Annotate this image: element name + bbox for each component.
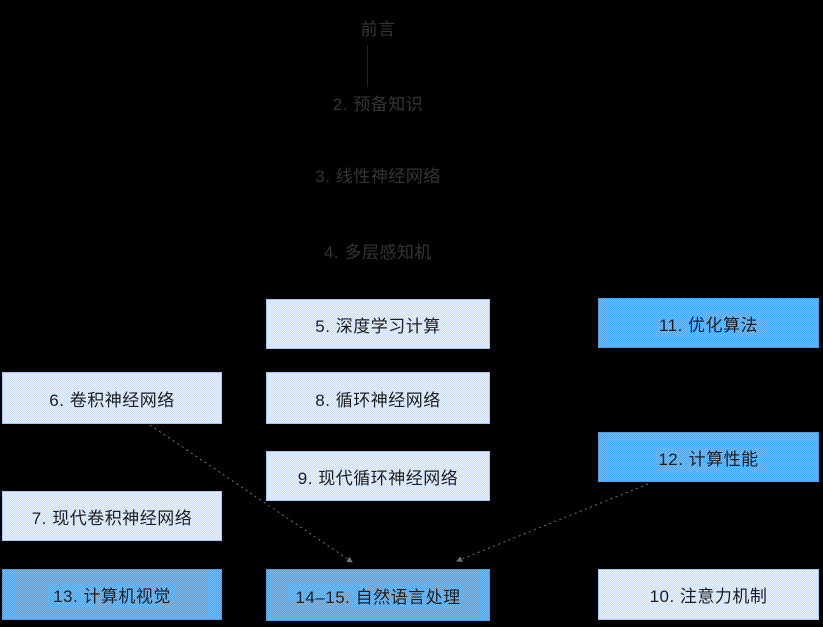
node-ch7-modern-cnn: 7. 现代卷积神经网络 bbox=[2, 491, 222, 541]
node-ch14-15-label: 14–15. 自然语言处理 bbox=[295, 587, 461, 607]
node-ch12-label: 12. 计算性能 bbox=[658, 449, 759, 469]
node-ch9-modern-rnn: 9. 现代循环神经网络 bbox=[266, 451, 490, 501]
node-ch13-label: 13. 计算机视觉 bbox=[53, 587, 171, 606]
node-ch6-label: 6. 卷积神经网络 bbox=[49, 390, 175, 410]
node-ch2-label: 2. 预备知识 bbox=[332, 94, 424, 114]
node-ch8-rnn: 8. 循环神经网络 bbox=[266, 372, 490, 424]
node-ch3-linear-networks: 3. 线性神经网络 bbox=[266, 161, 490, 187]
node-ch11-label: 11. 优化算法 bbox=[658, 315, 759, 335]
node-preface-label: 前言 bbox=[360, 19, 396, 39]
node-ch5-dl-computation: 5. 深度学习计算 bbox=[266, 299, 490, 349]
node-ch5-label: 5. 深度学习计算 bbox=[315, 316, 441, 336]
node-ch14-15-nlp: 14–15. 自然语言处理 bbox=[266, 569, 490, 621]
node-ch2-preliminaries: 2. 预备知识 bbox=[266, 89, 490, 115]
node-ch4-mlp: 4. 多层感知机 bbox=[266, 237, 490, 263]
node-ch4-label: 4. 多层感知机 bbox=[324, 242, 432, 262]
node-ch13-computer-vision: 13. 计算机视觉 bbox=[2, 569, 222, 620]
node-ch8-label: 8. 循环神经网络 bbox=[315, 390, 441, 410]
node-preface: 前言 bbox=[266, 14, 490, 40]
node-ch12-performance: 12. 计算性能 bbox=[598, 432, 819, 482]
node-ch10-label: 10. 注意力机制 bbox=[649, 587, 768, 606]
node-ch6-cnn: 6. 卷积神经网络 bbox=[2, 372, 222, 424]
node-ch3-label: 3. 线性神经网络 bbox=[315, 166, 441, 186]
node-ch10-attention: 10. 注意力机制 bbox=[598, 569, 819, 620]
node-ch7-label: 7. 现代卷积神经网络 bbox=[31, 508, 193, 528]
node-ch11-optimization: 11. 优化算法 bbox=[598, 298, 819, 348]
node-ch9-label: 9. 现代循环神经网络 bbox=[297, 468, 459, 488]
